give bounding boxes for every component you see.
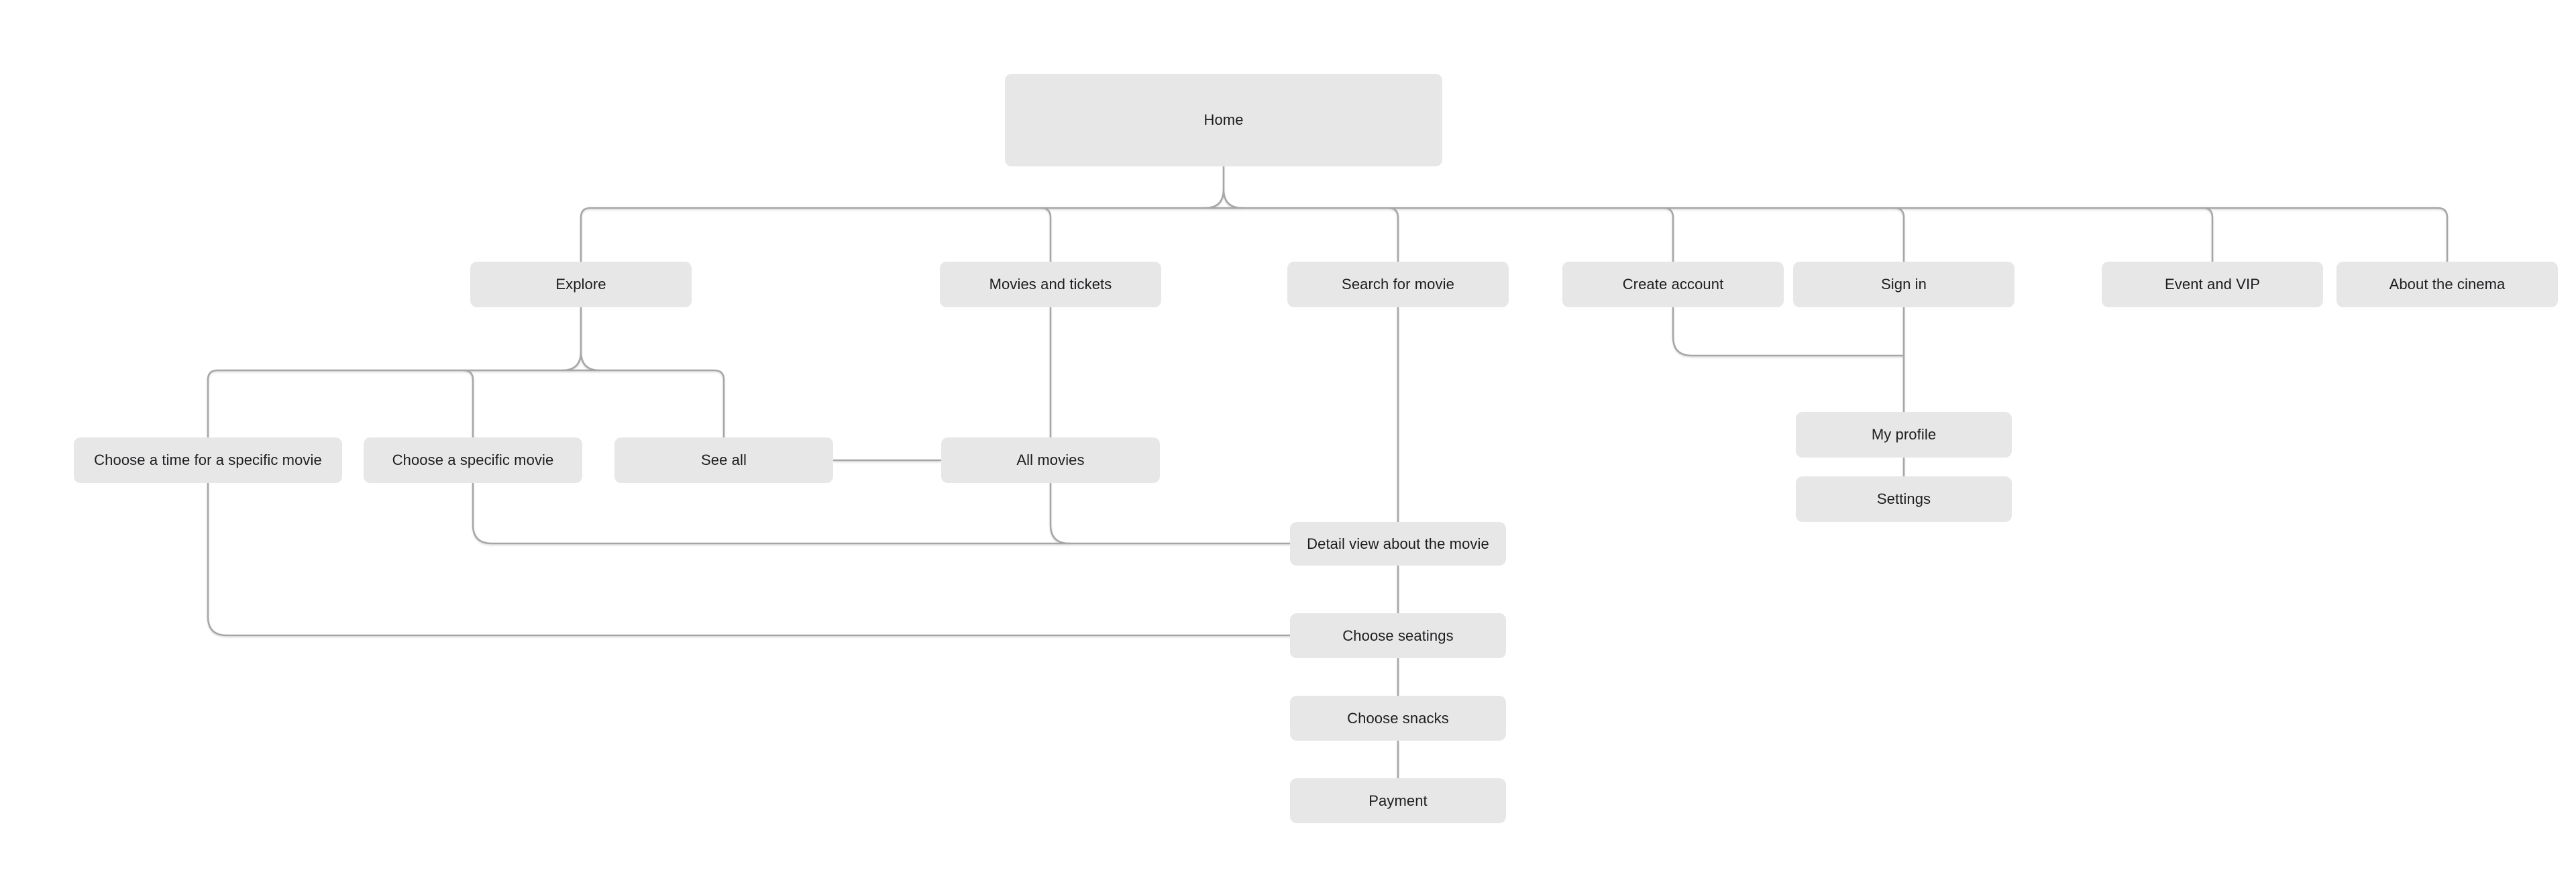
node-all-movies-label: All movies: [1016, 452, 1085, 468]
node-choose-specific-movie-label: Choose a specific movie: [392, 452, 554, 468]
node-detail-view[interactable]: Detail view about the movie: [1290, 522, 1506, 566]
node-create-account-label: Create account: [1622, 276, 1724, 293]
node-settings-label: Settings: [1876, 490, 1931, 507]
node-choose-time-specific-movie-label: Choose a time for a specific movie: [94, 452, 322, 468]
connector-drop-event-and-vip: [2202, 207, 2214, 263]
node-home-label: Home: [1203, 111, 1244, 128]
node-search-for-movie-label: Search for movie: [1342, 276, 1454, 293]
node-payment-label: Payment: [1368, 792, 1428, 809]
node-search-for-movie[interactable]: Search for movie: [1287, 262, 1509, 307]
node-payment[interactable]: Payment: [1290, 778, 1506, 823]
node-all-movies[interactable]: All movies: [941, 437, 1160, 483]
node-home[interactable]: Home: [1005, 74, 1442, 166]
node-choose-snacks-label: Choose snacks: [1347, 709, 1449, 727]
connector-choose-specific-to-detail: [472, 482, 1291, 545]
node-choose-snacks[interactable]: Choose snacks: [1290, 696, 1506, 741]
connector-drop-sign-in: [1893, 207, 1905, 263]
connector-home-stem: [1203, 165, 1244, 209]
node-choose-seatings-label: Choose seatings: [1342, 627, 1454, 644]
node-my-profile-label: My profile: [1871, 426, 1937, 443]
connector-drop-choose-specific-movie: [462, 369, 474, 439]
node-sign-in[interactable]: Sign in: [1793, 262, 2015, 307]
connector-drop-search-for-movie: [1387, 207, 1399, 263]
node-about-the-cinema-label: About the cinema: [2389, 276, 2506, 293]
node-movies-and-tickets[interactable]: Movies and tickets: [940, 262, 1161, 307]
connector-drop-movies-and-tickets: [1040, 207, 1052, 263]
node-see-all-label: See all: [701, 452, 747, 468]
node-sign-in-label: Sign in: [1881, 276, 1927, 293]
node-about-the-cinema[interactable]: About the cinema: [2337, 262, 2558, 307]
node-choose-time-specific-movie[interactable]: Choose a time for a specific movie: [74, 437, 342, 483]
connector-choose-time-to-seatings: [207, 482, 1291, 637]
node-event-and-vip-label: Event and VIP: [2165, 276, 2260, 293]
node-explore[interactable]: Explore: [470, 262, 692, 307]
connector-explore-bus: [207, 369, 725, 439]
node-settings[interactable]: Settings: [1796, 476, 2012, 522]
connector-home-bus: [580, 207, 2449, 263]
node-movies-and-tickets-label: Movies and tickets: [989, 276, 1112, 293]
connector-create-account-elbow: [1672, 306, 1905, 357]
node-my-profile[interactable]: My profile: [1796, 412, 2012, 458]
node-event-and-vip[interactable]: Event and VIP: [2102, 262, 2323, 307]
node-create-account[interactable]: Create account: [1562, 262, 1784, 307]
connector-all-movies-to-detail: [1049, 482, 1071, 545]
node-detail-view-label: Detail view about the movie: [1307, 535, 1489, 552]
node-choose-seatings[interactable]: Choose seatings: [1290, 613, 1506, 658]
node-choose-specific-movie[interactable]: Choose a specific movie: [364, 437, 582, 483]
connector-explore-stem: [561, 306, 601, 372]
node-explore-label: Explore: [555, 276, 606, 293]
node-see-all[interactable]: See all: [614, 437, 833, 483]
connector-drop-create-account: [1662, 207, 1674, 263]
